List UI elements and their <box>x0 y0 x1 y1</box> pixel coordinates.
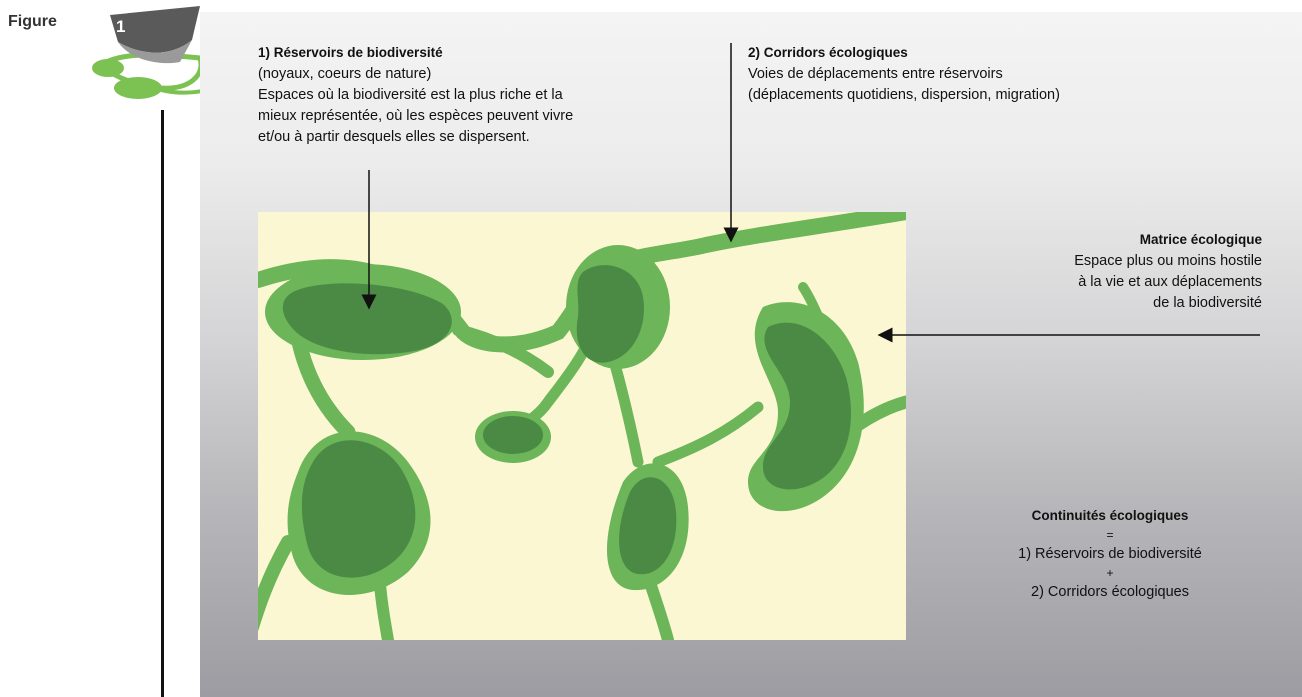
continuites-equals: = <box>1106 528 1113 542</box>
continuites-item-2: 2) Corridors écologiques <box>1031 584 1189 600</box>
reservoirs-desc-3: et/ou à partir desquels elles se dispers… <box>258 129 530 145</box>
matrix-line-1: Espace plus ou moins hostile <box>1074 253 1262 269</box>
reservoirs-desc-1: Espaces où la biodiversité est la plus r… <box>258 87 563 103</box>
corridors-title: 2) Corridors écologiques <box>748 45 908 60</box>
ecological-network-map <box>258 212 906 640</box>
reservoirs-subtitle: (noyaux, coeurs de nature) <box>258 66 431 82</box>
continuites-title: Continuités écologiques <box>1032 508 1189 523</box>
reservoirs-annotation: 1) Réservoirs de biodiversité (noyaux, c… <box>258 42 573 148</box>
continuites-summary: Continuités écologiques = 1) Réservoirs … <box>960 506 1260 602</box>
figure-label: Figure <box>8 13 57 31</box>
reservoirs-title: 1) Réservoirs de biodiversité <box>258 45 443 60</box>
reservoir-core <box>483 416 543 454</box>
continuites-plus: + <box>1106 566 1113 580</box>
matrix-line-2: à la vie et aux déplacements <box>1078 274 1262 290</box>
matrix-line-3: de la biodiversité <box>1153 295 1262 311</box>
matrix-title: Matrice écologique <box>1140 232 1262 247</box>
reservoirs-desc-2: mieux représentée, où les espèces peuven… <box>258 108 573 124</box>
matrix-annotation: Matrice écologique Espace plus ou moins … <box>962 229 1262 314</box>
left-rule <box>161 110 164 697</box>
corridors-line-1: Voies de déplacements entre réservoirs <box>748 66 1003 82</box>
figure-number: 1 <box>116 17 125 36</box>
continuites-item-1: 1) Réservoirs de biodiversité <box>1018 546 1202 562</box>
corridors-line-2: (déplacements quotidiens, dispersion, mi… <box>748 87 1060 103</box>
corridors-annotation: 2) Corridors écologiques Voies de déplac… <box>748 42 1060 106</box>
